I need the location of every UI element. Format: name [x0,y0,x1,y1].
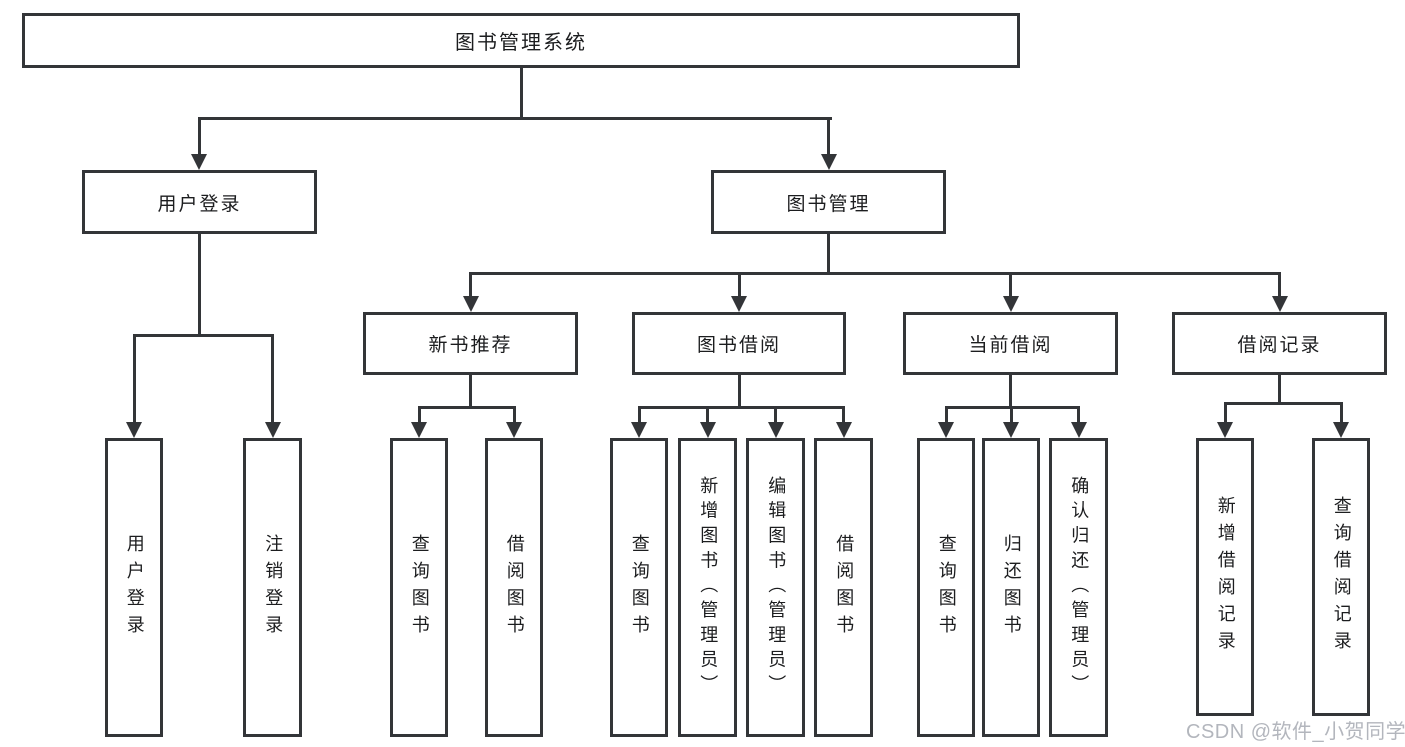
connector-line [774,407,777,424]
arrow-down-icon [411,422,427,438]
watermark: CSDN @软件_小贺同学 [1186,721,1405,743]
leaf-user-login: 用户登录 [105,438,163,737]
node-new-book-recommend: 新书推荐 [363,312,578,375]
connector-line [637,405,845,409]
leaf-label: 新增图书（管理员） [698,475,719,700]
connector-line [1009,407,1013,424]
connector-line [842,407,845,424]
arrow-down-icon [1002,296,1019,312]
leaf-current-query-book: 查询图书 [917,438,975,737]
connector-line [1278,375,1281,405]
arrow-down-icon [835,422,852,438]
connector-line [519,68,523,120]
arrow-down-icon [1217,422,1233,438]
arrow-down-icon [1003,422,1019,438]
connector-line [1278,273,1281,298]
leaf-label: 借阅图书 [834,533,855,642]
arrow-down-icon [462,296,479,312]
leaf-logout-login: 注销登录 [243,438,302,737]
leaf-label: 查询借阅记录 [1331,496,1352,658]
connector-line [512,407,516,424]
connector-line [469,271,1281,275]
leaf-label: 编辑图书（管理员） [766,475,787,700]
connector-line [827,234,830,275]
arrow-down-icon [506,422,522,438]
arrow-down-icon [820,154,837,170]
leaf-borrow-query-book: 查询图书 [610,438,668,737]
leaf-label: 用户登录 [124,533,145,642]
connector-line [1223,401,1343,405]
leaf-label: 归还图书 [1001,533,1022,642]
node-root: 图书管理系统 [22,13,1020,68]
connector-line [197,118,201,156]
arrow-down-icon [1271,296,1288,312]
connector-line [1339,403,1343,424]
connector-line [1009,375,1012,409]
leaf-label: 确认归还（管理员） [1069,475,1090,700]
connector-line [1009,273,1012,298]
arrow-down-icon [191,154,207,170]
leaf-recommend-query-book: 查询图书 [390,438,448,737]
leaf-label: 借阅图书 [504,533,525,642]
node-user-login: 用户登录 [82,170,317,234]
connector-line [737,273,741,298]
arrow-down-icon [1333,422,1349,438]
arrow-down-icon [731,296,747,312]
leaf-label: 新增借阅记录 [1215,496,1236,658]
connector-line [417,405,516,409]
leaf-current-return-book: 归还图书 [982,438,1040,737]
connector-line [944,407,948,424]
leaf-recommend-borrow-book: 借阅图书 [485,438,543,737]
connector-line [737,375,741,409]
connector-line [132,333,274,337]
arrow-down-icon [631,422,647,438]
arrow-down-icon [938,422,954,438]
node-borrow-records: 借阅记录 [1172,312,1387,375]
leaf-records-add-record: 新增借阅记录 [1196,438,1254,716]
connector-line [198,234,201,337]
leaf-label: 查询图书 [409,533,430,642]
leaf-borrow-borrow-book: 借阅图书 [814,438,873,737]
leaf-borrow-edit-book-admin: 编辑图书（管理员） [746,438,805,737]
connector-line [1223,403,1227,424]
leaf-records-query-record: 查询借阅记录 [1312,438,1370,716]
connector-line [271,335,274,424]
leaf-current-confirm-return-admin: 确认归还（管理员） [1049,438,1108,737]
leaf-label: 注销登录 [263,533,284,642]
node-book-borrow: 图书借阅 [632,312,846,375]
node-book-management: 图书管理 [711,170,946,234]
connector-line [1077,407,1080,424]
connector-line [417,407,421,424]
arrow-down-icon [126,422,142,438]
arrow-down-icon [767,422,784,438]
arrow-down-icon [699,422,716,438]
connector-line [637,407,641,424]
arrow-down-icon [1070,422,1087,438]
leaf-label: 查询图书 [629,533,650,642]
connector-line [706,407,709,424]
connector-line [197,116,832,120]
connector-line [469,375,472,409]
leaf-label: 查询图书 [936,533,957,642]
connector-line [827,118,830,156]
arrow-down-icon [264,422,281,438]
leaf-borrow-add-book-admin: 新增图书（管理员） [678,438,737,737]
connector-line [469,273,472,298]
node-current-borrow: 当前借阅 [903,312,1118,375]
connector-line [132,335,136,424]
